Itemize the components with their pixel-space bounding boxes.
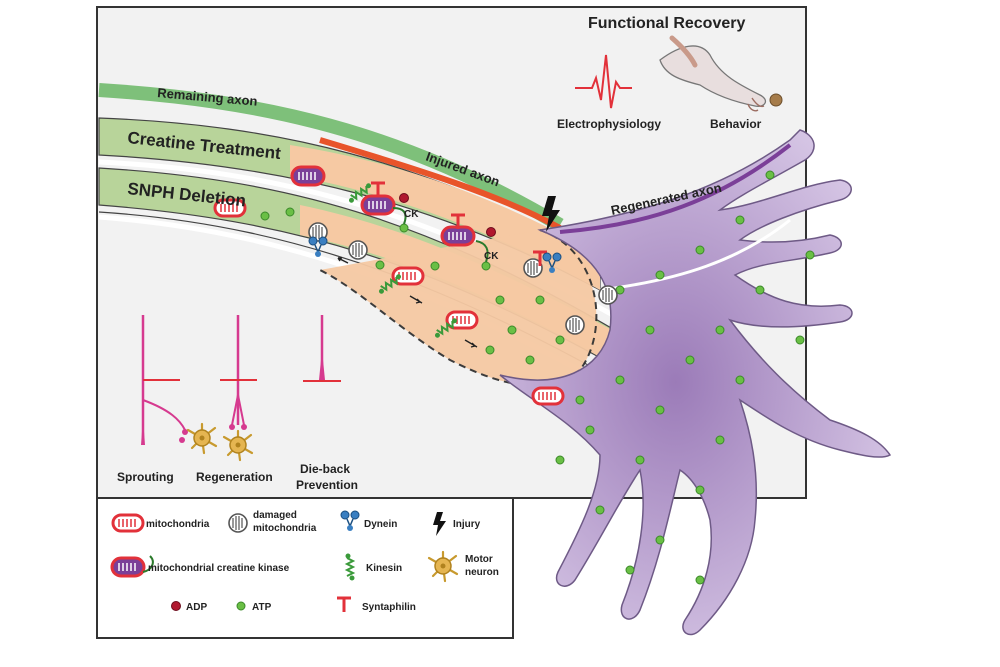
legend-damaged-label-line2: mitochondria <box>253 523 317 534</box>
legend-adp-icon <box>171 601 181 611</box>
legend-atp-label: ATP <box>252 602 272 613</box>
behavior-label: Behavior <box>710 117 762 131</box>
legend-motor-label-line2: neuron <box>465 567 499 578</box>
legend-injury-label: Injury <box>453 519 481 530</box>
dieback-label-line2: Prevention <box>296 478 358 492</box>
legend-adp-label: ADP <box>186 602 207 613</box>
ck-label: CK <box>404 209 419 220</box>
growth-cone-inner-line <box>599 218 791 292</box>
legend-syntaphilin-label: Syntaphilin <box>362 602 416 613</box>
sprouting-label: Sprouting <box>117 470 174 484</box>
atp-molecule <box>260 211 270 221</box>
transport-arrow <box>464 339 478 348</box>
legend-mck-icon <box>110 556 146 578</box>
mitochondrial-creatine-kinase <box>440 225 476 247</box>
ck-label: CK <box>484 251 499 262</box>
atp-molecule <box>481 261 491 271</box>
creatine-injured-region <box>290 145 600 290</box>
legend-atp-icon <box>236 601 246 611</box>
injured-axon-membrane <box>319 137 562 231</box>
regeneration-label: Regeneration <box>196 470 273 484</box>
damaged-mitochondrion <box>598 285 618 305</box>
electrophysiology-label: Electrophysiology <box>557 117 661 131</box>
legend-motor-label-line1: Motor <box>465 554 493 565</box>
legend-damaged-label-line1: damaged <box>253 510 297 521</box>
ck-reaction-arrow <box>475 240 489 263</box>
ecg-icon <box>575 54 632 109</box>
mitochondrial-creatine-kinase <box>360 194 396 216</box>
legend-mitochondria-icon <box>111 513 145 533</box>
lightning-icon <box>542 196 560 232</box>
legend-kinesin-label: Kinesin <box>366 563 402 574</box>
mitochondrion <box>531 386 565 406</box>
legend-mck-label: mitochondrial creatine kinase <box>148 563 290 574</box>
legend-ck-arrow <box>142 555 154 573</box>
adp-molecule <box>486 227 496 237</box>
dieback-label-line1: Die-back <box>300 462 350 476</box>
damaged-mitochondrion <box>565 315 585 335</box>
paw-icon <box>659 35 783 112</box>
adp-molecule <box>399 193 409 203</box>
snph-injured-region <box>300 205 640 380</box>
sprouting-illustration <box>141 315 218 455</box>
dieback-illustration <box>303 315 341 382</box>
legend-lightning-icon <box>433 512 446 536</box>
regeneration-illustration <box>220 315 257 462</box>
transport-arrow <box>337 257 349 264</box>
damaged-mitochondrion <box>348 240 368 260</box>
recovery-title: Functional Recovery <box>588 15 745 32</box>
remaining-axon-band <box>98 83 564 232</box>
mitochondrion <box>445 310 479 330</box>
transport-arrow <box>409 295 423 304</box>
ck-reaction-arrow <box>392 207 407 225</box>
atp-molecule <box>399 223 409 233</box>
legend-damaged-mitochondria-icon <box>228 513 248 533</box>
legend-mitochondria-label: mitochondria <box>146 519 210 530</box>
legend-dynein-label: Dynein <box>364 519 397 530</box>
mitochondrial-creatine-kinase <box>290 165 326 187</box>
atp-molecule <box>285 207 295 217</box>
regenerated-axon-membrane <box>559 143 792 234</box>
